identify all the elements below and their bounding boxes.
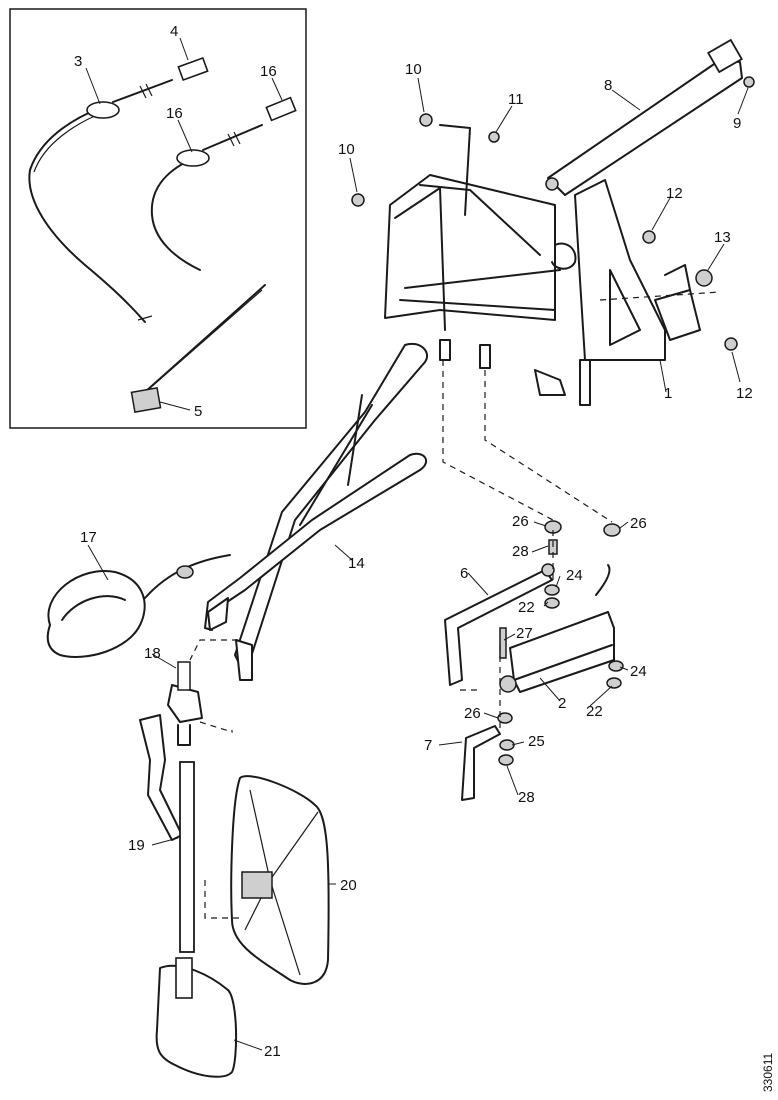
callout-11: 11 (508, 91, 524, 108)
callout-24: 24 (630, 663, 647, 680)
callout-1: 1 (664, 385, 672, 402)
small-mirror-21 (155, 957, 238, 1078)
callout-24: 24 (566, 567, 583, 584)
callout-28: 28 (512, 543, 529, 560)
arm-7 (461, 725, 501, 801)
leader-lines (85, 37, 749, 1051)
callout-8: 8 (604, 77, 612, 94)
assembly-lines (189, 291, 721, 919)
callout-18: 18 (144, 645, 161, 662)
callout-22: 22 (518, 599, 535, 616)
callout-26: 26 (464, 705, 481, 722)
callout-12: 12 (736, 385, 753, 402)
fasteners-upper (351, 76, 755, 351)
callout-2: 2 (558, 695, 566, 712)
callout-20: 20 (340, 877, 357, 894)
callout-4: 4 (170, 23, 178, 40)
round-mirror-17 (46, 554, 231, 658)
inset-cable-left (28, 56, 209, 323)
mounting-frame (384, 124, 701, 406)
inset-frame (9, 8, 307, 429)
drawing-number: 330611 (761, 1053, 775, 1092)
stay-arm-8 (545, 38, 743, 196)
mirror-arm-14 (204, 342, 428, 681)
callout-21: 21 (264, 1043, 281, 1060)
stay-19 (139, 714, 183, 841)
callout-5: 5 (194, 403, 202, 420)
callout-16: 16 (166, 105, 183, 122)
callout-9: 9 (733, 115, 741, 132)
callout-10: 10 (338, 141, 355, 158)
callout-13: 13 (714, 229, 731, 246)
callout-3: 3 (74, 53, 82, 70)
callout-16: 16 (260, 63, 277, 80)
callout-26: 26 (512, 513, 529, 530)
rectangular-mirror-20 (230, 775, 330, 985)
callout-7: 7 (424, 737, 432, 754)
inset-cable-right (150, 96, 297, 271)
mirror-clamp-18 (167, 661, 203, 746)
callout-10: 10 (405, 61, 422, 78)
callout-26: 26 (630, 515, 647, 532)
clamp-2 (499, 564, 615, 693)
callout-22: 22 (586, 703, 603, 720)
callout-17: 17 (80, 529, 97, 546)
callout-28: 28 (518, 789, 535, 806)
arm-6 (444, 563, 555, 686)
callout-14: 14 (348, 555, 365, 572)
callout-labels: 3 4 16 16 5 10 10 11 8 9 12 13 1 12 14 1… (74, 23, 775, 1092)
mirror-tube (179, 761, 195, 953)
callout-25: 25 (528, 733, 545, 750)
callout-27: 27 (516, 625, 533, 642)
callout-6: 6 (460, 565, 468, 582)
callout-19: 19 (128, 837, 145, 854)
inset-cable-tie (130, 284, 266, 413)
callout-12: 12 (666, 185, 683, 202)
